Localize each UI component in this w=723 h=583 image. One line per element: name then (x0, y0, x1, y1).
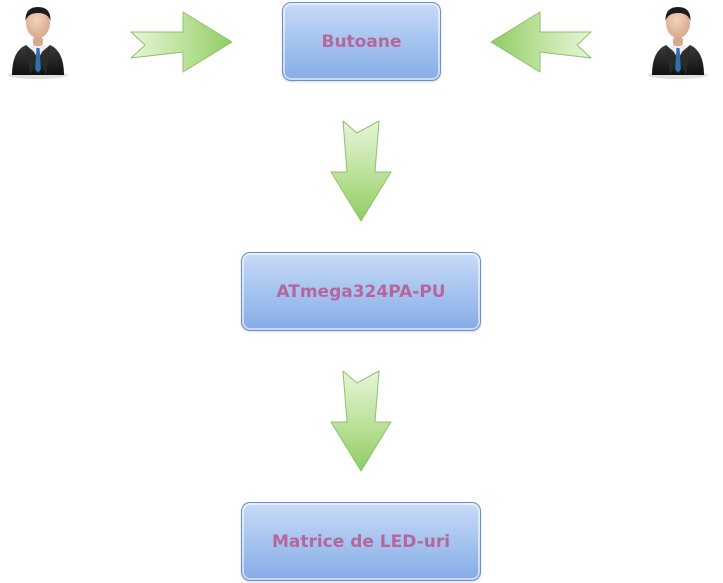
arrow-atmega-to-matrice (330, 370, 392, 472)
arrow-right-to-butoane (490, 11, 592, 73)
user-left-icon (8, 7, 68, 79)
arrow-butoane-to-atmega (330, 120, 392, 222)
node-atmega: ATmega324PA-PU (241, 252, 481, 331)
node-butoane-label: Butoane (321, 31, 402, 52)
arrow-left-to-butoane (130, 11, 233, 73)
user-right-icon (648, 7, 708, 79)
node-atmega-label: ATmega324PA-PU (276, 281, 446, 302)
node-butoane: Butoane (282, 2, 441, 81)
node-matrice-label: Matrice de LED-uri (271, 531, 451, 552)
node-matrice: Matrice de LED-uri (241, 502, 481, 581)
